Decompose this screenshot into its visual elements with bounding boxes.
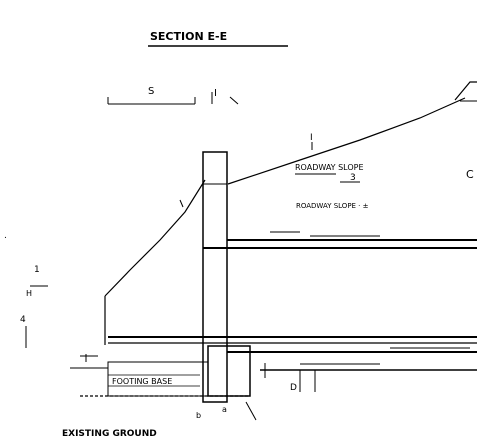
lower-slab	[108, 336, 477, 353]
dim-label-i: I	[214, 88, 217, 99]
right-letter: C	[466, 168, 474, 181]
svg-text:b: b	[196, 411, 201, 420]
upper-slope	[227, 81, 477, 185]
dim-label-s: S	[148, 86, 154, 97]
left-slope	[104, 179, 206, 345]
upper-slab	[203, 231, 477, 249]
roadway-note: ROADWAY SLOPE	[295, 163, 364, 172]
svg-text:D: D	[290, 383, 297, 393]
svg-text:1: 1	[34, 265, 40, 275]
bottom-caption: EXISTING GROUND	[62, 429, 157, 439]
svg-text:a: a	[222, 405, 227, 414]
footing	[80, 345, 251, 397]
retaining-wall	[202, 151, 228, 403]
section-title: SECTION E-E	[150, 30, 227, 43]
roadway-subtext: ROADWAY SLOPE · ±	[296, 202, 369, 210]
svg-text:4: 4	[20, 315, 26, 325]
roadway-number: 3	[350, 173, 356, 183]
roadway-mark: I	[310, 133, 313, 143]
ground-line	[70, 367, 250, 397]
footing-caption: FOOTING BASE	[112, 377, 172, 386]
right-dimension: D a b	[196, 370, 316, 421]
slope-ratio: 1 H 4	[20, 265, 48, 348]
left-edge-mark: .	[4, 231, 7, 241]
base-slab	[260, 363, 477, 378]
top-dimension: S I	[107, 86, 239, 105]
svg-text:H: H	[26, 289, 32, 298]
